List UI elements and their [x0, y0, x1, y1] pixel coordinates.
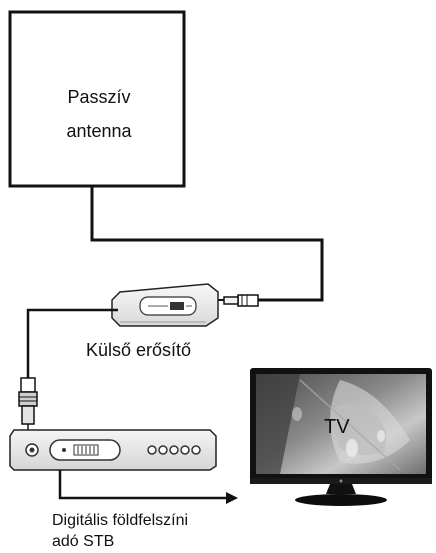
- antenna-label-line1: Passzív: [67, 87, 131, 107]
- stb-to-tv-arrow: [58, 470, 238, 504]
- tv-label: TV: [324, 416, 350, 438]
- amplifier-output-cable: [26, 308, 118, 380]
- stb-label: Digitális földfelszíni adó STB: [52, 510, 188, 552]
- antenna-cable: [90, 186, 324, 302]
- amplifier-label: Külső erősítő: [86, 340, 192, 360]
- tv-set: [250, 368, 432, 506]
- antenna-label-line2: antenna: [66, 121, 132, 141]
- external-amplifier: [111, 283, 219, 327]
- antenna-label: Passzív antenna: [14, 80, 184, 148]
- stb-label-line2: adó STB: [52, 533, 115, 550]
- antenna-box: [8, 10, 186, 188]
- amplifier-input-connector: [214, 294, 259, 307]
- stb-input-connector: [18, 377, 38, 430]
- stb-label-line1: Digitális földfelszíni: [52, 512, 189, 529]
- set-top-box: [9, 429, 217, 471]
